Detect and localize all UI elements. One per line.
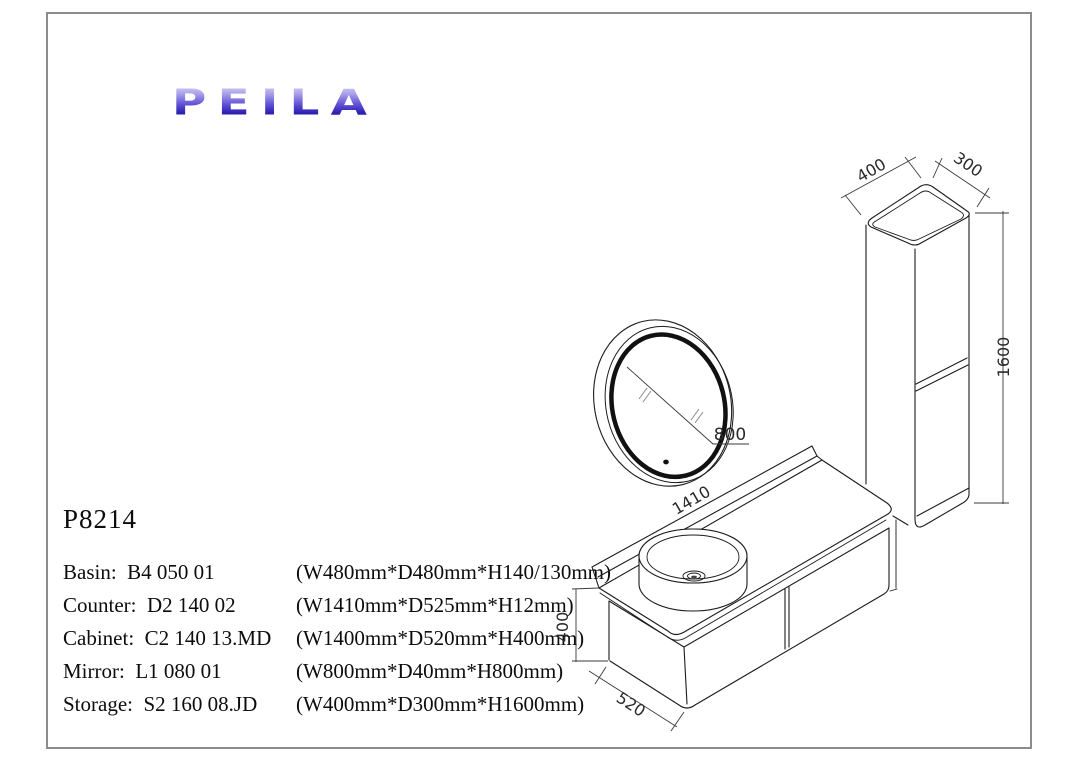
- mirror-diameter-dim-label: 800: [714, 425, 746, 445]
- storage-depth-dim-line: [935, 161, 990, 198]
- basin-drain-hole: [691, 575, 697, 579]
- mirror-rim-inner-line: [589, 313, 749, 497]
- spec-item-label: Storage: S2 160 08.JD: [63, 692, 258, 716]
- spec-row-basin: Basin: B4 050 01 (W480mm*D480mm*H140/130…: [63, 556, 611, 589]
- spec-size-value: (W800mm*D40mm*H800mm): [296, 659, 564, 683]
- cabinet-right-end: [890, 520, 897, 591]
- spec-table: Basin: B4 050 01 (W480mm*D480mm*H140/130…: [63, 556, 611, 721]
- counter-backsplash: [592, 446, 822, 588]
- spec-size-value: (W1400mm*D520mm*H400mm): [296, 626, 585, 650]
- storage-width-extension-lines: [845, 157, 921, 215]
- spec-row-storage: Storage: S2 160 08.JD (W400mm*D300mm*H16…: [63, 688, 611, 721]
- basin-drain-outer: [683, 571, 705, 581]
- storage-cabinet-drawing: [866, 185, 969, 527]
- spec-row-cabinet: Cabinet: C2 140 13.MD (W1400mm*D520mm*H4…: [63, 622, 611, 655]
- storage-bottom-left-edge: [893, 516, 908, 525]
- mirror-sensor-dot: [663, 459, 669, 465]
- spec-size-value: (W400mm*D300mm*H1600mm): [296, 692, 585, 716]
- spec-item-label: Counter: D2 140 02: [63, 593, 236, 617]
- cabinet-left-face: [609, 601, 695, 708]
- cabinet-front-face: [684, 528, 889, 705]
- mirror-led-ring: [597, 322, 741, 489]
- storage-height-dim-label: 1600: [994, 337, 1013, 378]
- model-number: P8214: [63, 504, 138, 534]
- brand-logo: PEILA: [172, 80, 379, 123]
- mirror-reflection-hatch: [639, 388, 703, 423]
- page-border: [46, 12, 1032, 749]
- storage-depth-dim-label: 300: [950, 148, 986, 181]
- spec-item-label: Basin: B4 050 01: [63, 560, 215, 584]
- spec-size-value: (W1410mm*D525mm*H12mm): [296, 593, 574, 617]
- storage-body-outline: [915, 215, 969, 527]
- vanity-height-dim-label: 400: [553, 612, 572, 643]
- spec-size-value: (W480mm*D480mm*H140/130mm): [296, 560, 611, 584]
- basin-top-rim: [639, 529, 747, 583]
- vanity-depth-extension-lines: [595, 667, 684, 731]
- spec-item-label: Mirror: L1 080 01: [63, 659, 222, 683]
- spec-row-counter: Counter: D2 140 02 (W1410mm*D525mm*H12mm…: [63, 589, 611, 622]
- storage-width-dim-line: [841, 157, 916, 198]
- storage-top-face: [868, 185, 969, 245]
- vanity-height-extension-lines: [572, 588, 608, 661]
- vanity-drawing: [592, 446, 897, 708]
- vanity-dimensions: [572, 588, 684, 731]
- mirror-outer-rim: [576, 305, 749, 501]
- counter-width-dim-label: 1410: [669, 482, 714, 519]
- spec-item-label: Cabinet: C2 140 13.MD: [63, 626, 272, 650]
- cabinet-door-seam: [785, 587, 789, 649]
- vanity-depth-dim-line: [589, 671, 677, 727]
- storage-top-face-inner-edge: [873, 191, 964, 241]
- basin-drain-inner: [688, 573, 701, 579]
- storage-door-bottom-line: [917, 488, 969, 516]
- vanity-depth-dim-label: 520: [613, 688, 649, 721]
- mirror-drawing: 800: [576, 305, 750, 501]
- storage-door-seam: [916, 358, 968, 391]
- storage-depth-extension-lines: [933, 158, 989, 207]
- spec-row-mirror: Mirror: L1 080 01 (W800mm*D40mm*H800mm): [63, 655, 611, 688]
- mirror-diameter-leader-line: [627, 367, 749, 444]
- storage-dimensions: [841, 157, 1009, 504]
